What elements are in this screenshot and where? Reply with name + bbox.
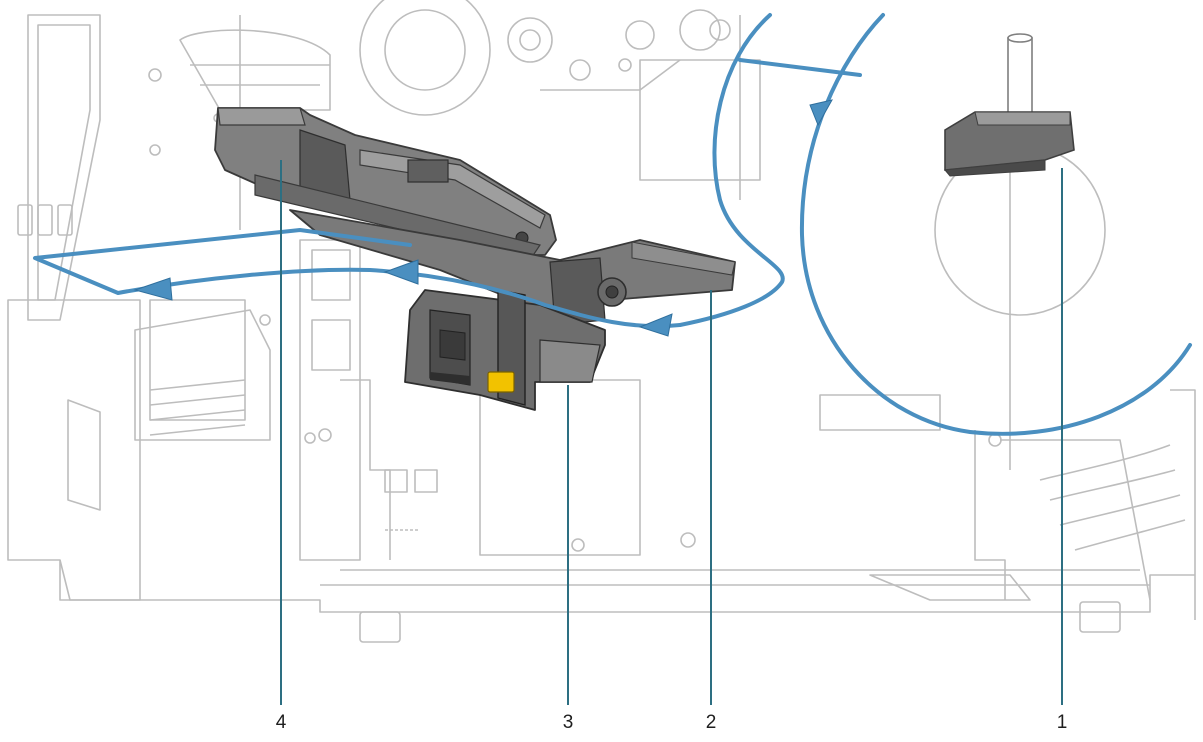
arrow-left-icon (383, 259, 419, 285)
arrow-down-icon (809, 99, 833, 127)
callout-leader-lines (280, 160, 1063, 705)
callout-number-4: 4 (275, 712, 287, 733)
media-guide-plate (289, 209, 736, 326)
media-direction-arrows (133, 99, 833, 337)
arrow-left-icon (638, 313, 673, 337)
media-sensor-housing (404, 289, 606, 411)
callout-number-3: 3 (562, 712, 574, 733)
arrow-left-icon (133, 277, 173, 301)
supply-hanger (944, 33, 1075, 177)
callout-number-2: 2 (705, 712, 717, 733)
printhead-assembly (214, 107, 557, 261)
yellow-latch (487, 371, 515, 393)
callout-number-1: 1 (1056, 712, 1068, 733)
printer-frame (7, 0, 1196, 643)
